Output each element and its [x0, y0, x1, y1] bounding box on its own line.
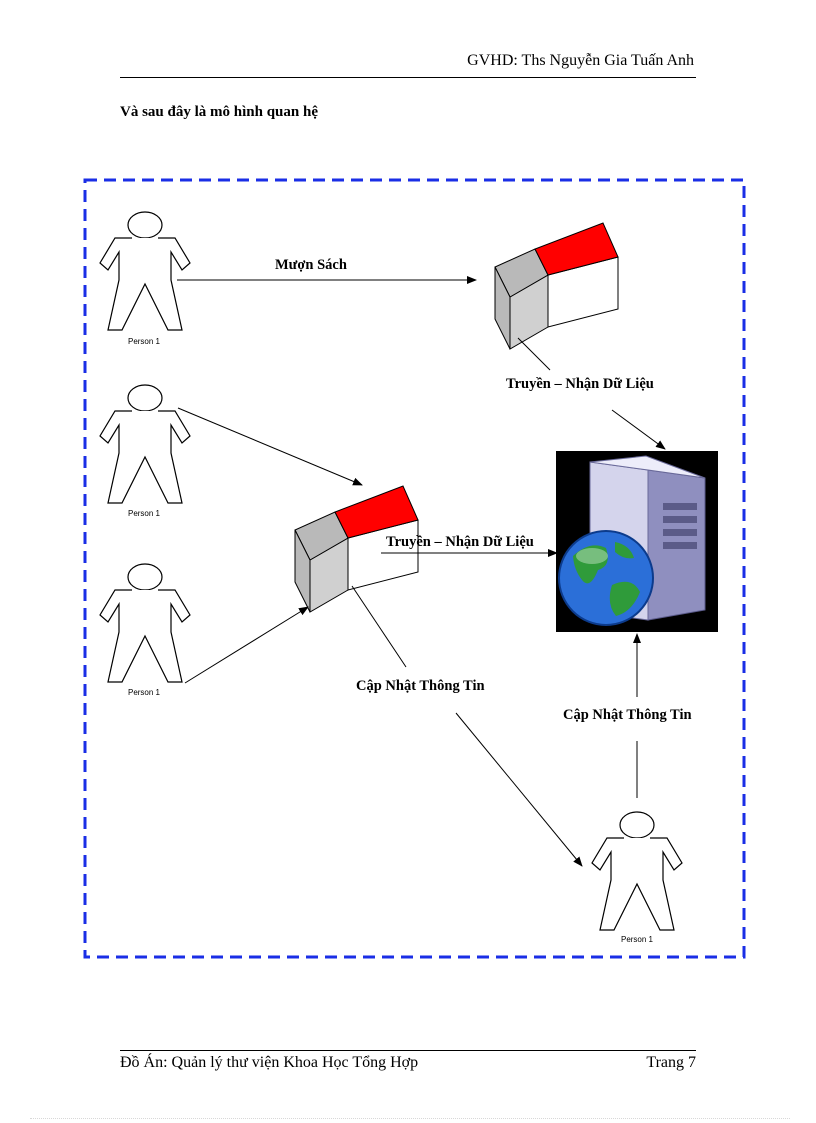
footer-rule: [120, 1050, 696, 1051]
line-house-mid-to-label: [351, 585, 407, 668]
house-top: [494, 222, 619, 350]
person-label: Person 1: [621, 935, 654, 944]
arrow-person-low-to-house: [184, 606, 309, 684]
footer-title: Đồ Án: Quản lý thư viện Khoa Học Tổng Hợ…: [120, 1054, 419, 1071]
intro-heading: Và sau đây là mô hình quan hệ: [120, 104, 318, 120]
person-low: [99, 563, 191, 683]
diagram-border: [83, 178, 746, 959]
label-transfer-top: Truyền – Nhận Dữ Liệu: [506, 376, 654, 392]
arrow-label-to-server: [611, 409, 666, 450]
person-right: [591, 811, 683, 931]
person-label: Person 1: [128, 688, 161, 697]
label-update-right: Cập Nhật Thông Tin: [563, 707, 692, 723]
server-globe-icon: [556, 451, 718, 632]
header-rule: [120, 77, 696, 78]
page-number: Trang 7: [646, 1054, 696, 1071]
person-top: [99, 211, 191, 331]
arrow-label-to-person-right: [455, 712, 583, 867]
line-house-top-to-label: [517, 337, 551, 371]
person-mid: [99, 384, 191, 504]
label-borrow: Mượn Sách: [275, 257, 347, 273]
person-label: Person 1: [128, 337, 161, 346]
label-update-left: Cập Nhật Thông Tin: [356, 678, 485, 694]
page-header: GVHD: Ths Nguyễn Gia Tuấn Anh: [467, 52, 694, 69]
arrow-person-mid-to-house: [177, 407, 363, 486]
label-transfer-mid: Truyền – Nhận Dữ Liệu: [386, 534, 534, 550]
page-edge: [30, 1118, 790, 1119]
person-label: Person 1: [128, 509, 161, 518]
